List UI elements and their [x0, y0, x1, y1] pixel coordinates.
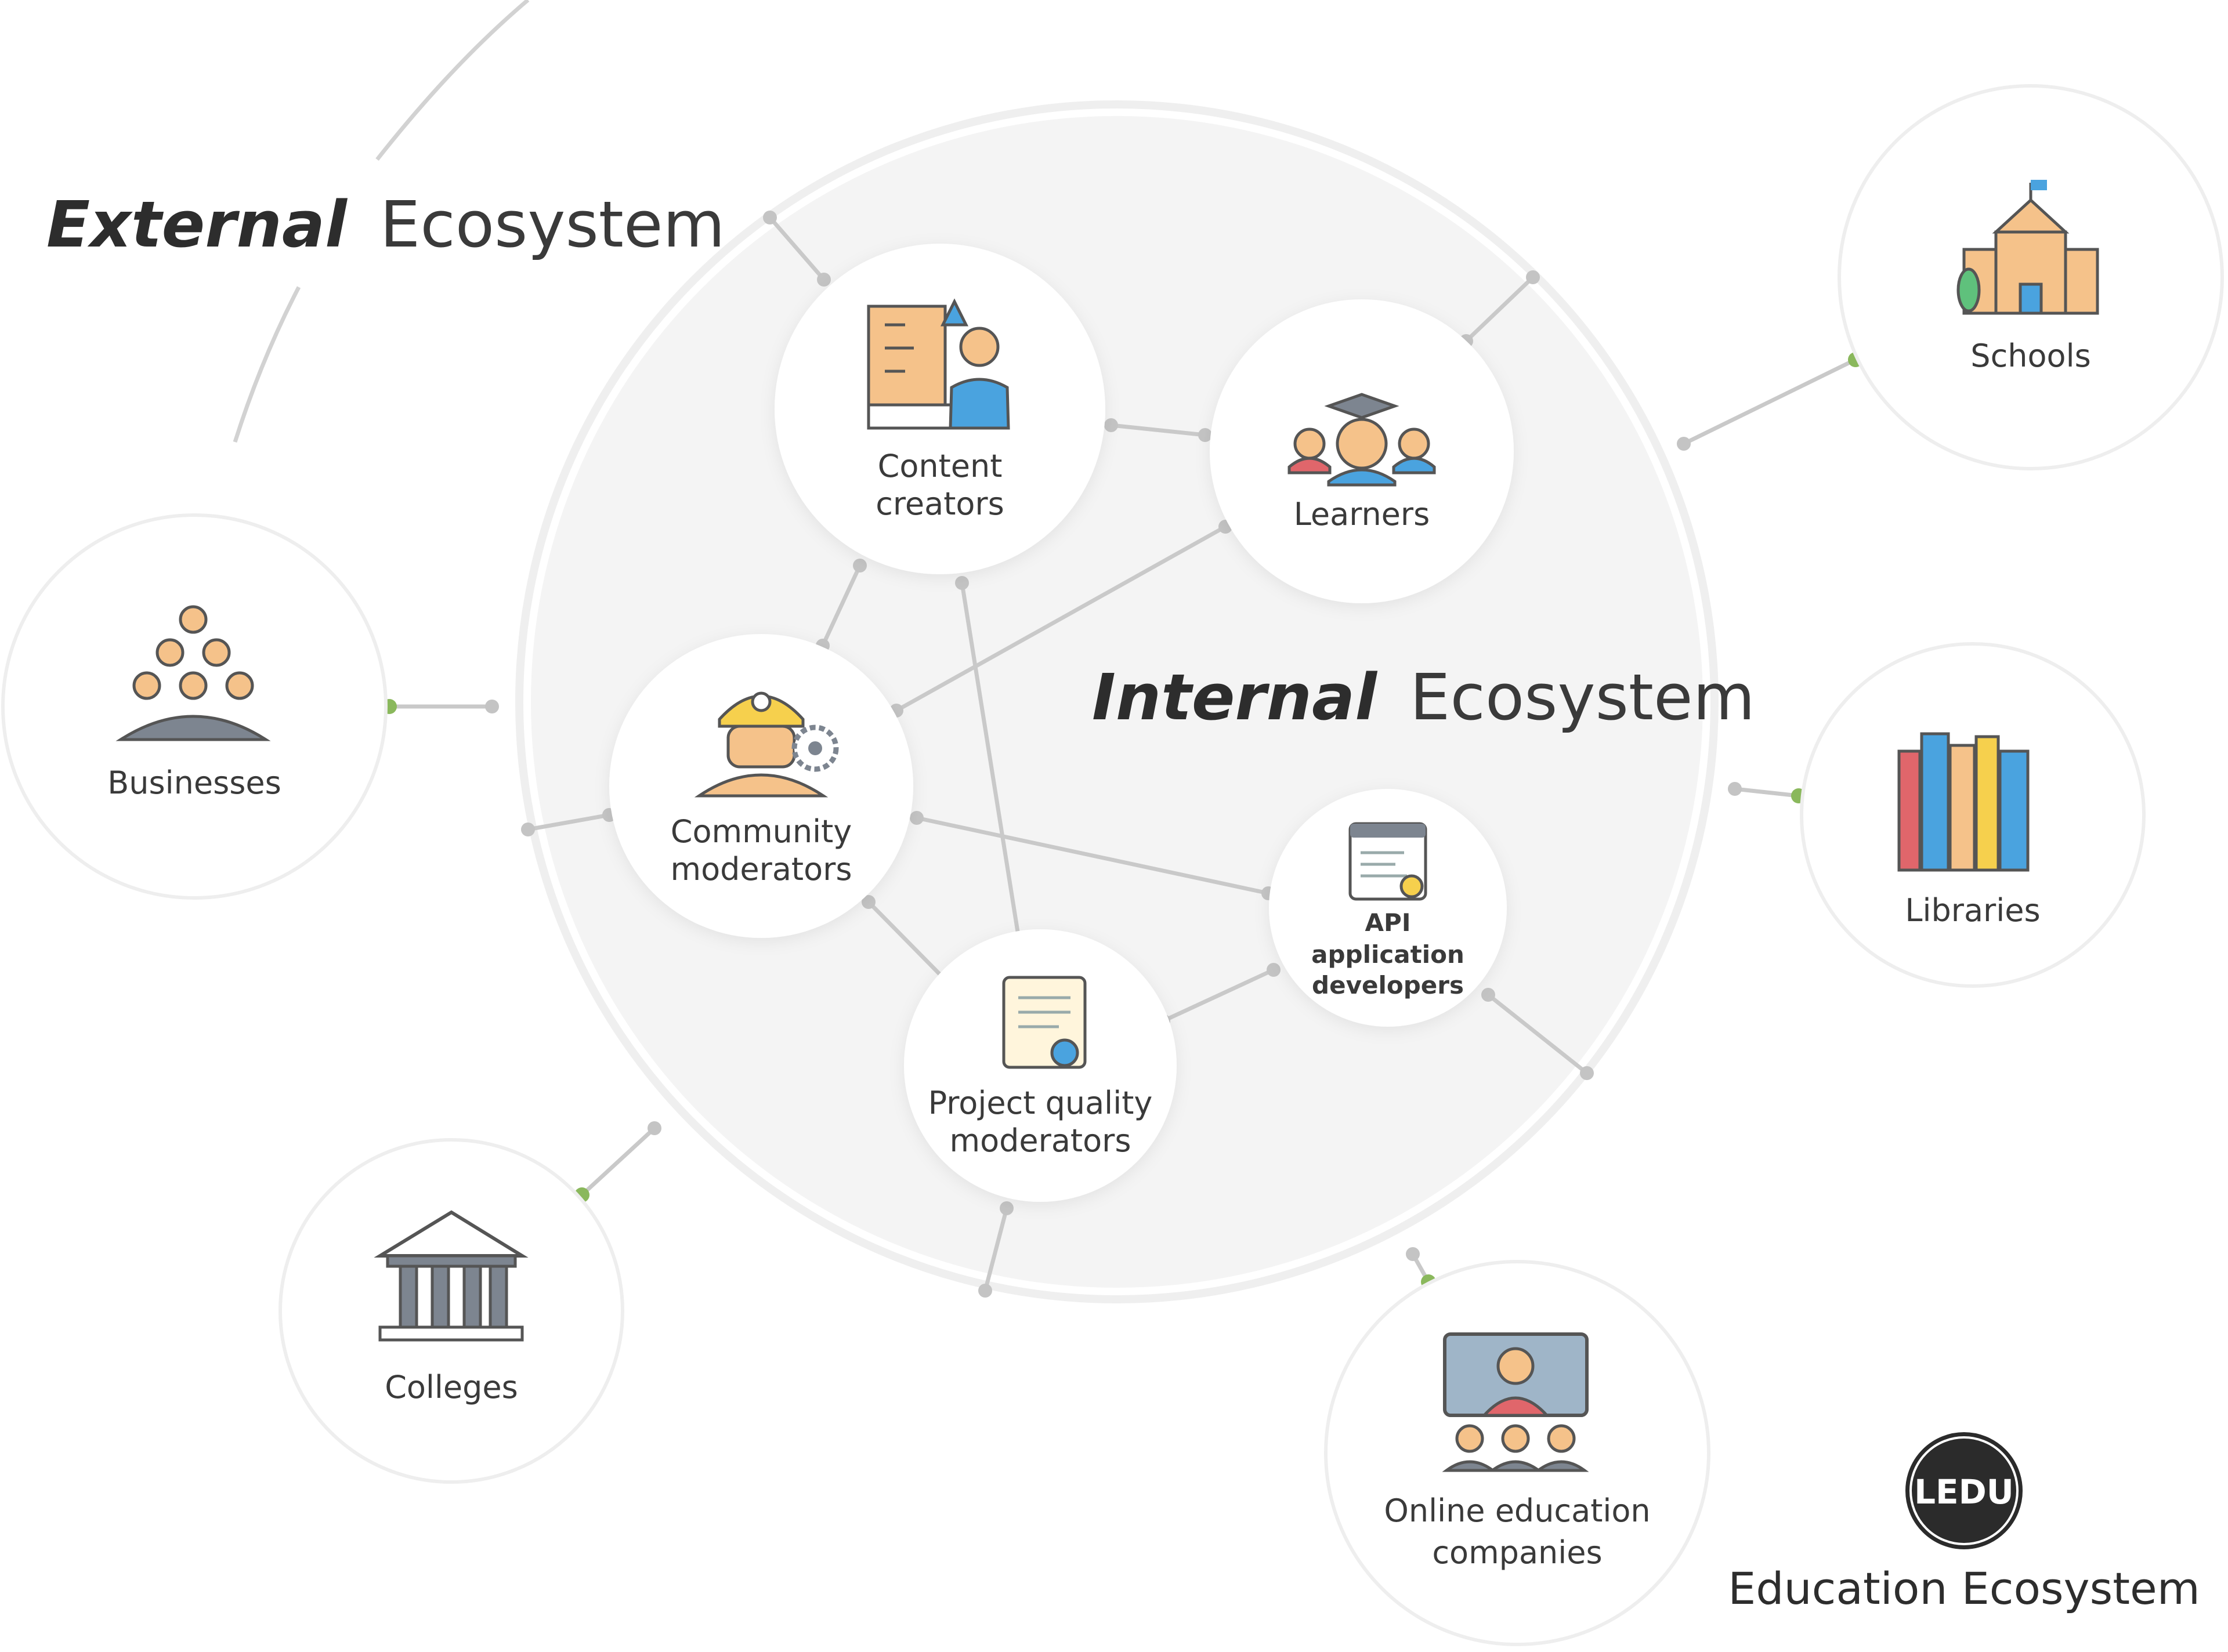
classical-building-icon — [374, 1210, 529, 1342]
external-title-rest: Ecosystem — [380, 187, 725, 262]
designer-with-ruler-icon — [867, 298, 1010, 430]
node-label-line-1: Businesses — [107, 765, 281, 801]
node-label-line-2: moderators — [950, 1122, 1131, 1159]
node-learners: Learners — [1210, 299, 1514, 603]
node-content-creators: Content creators — [775, 244, 1105, 574]
node-circle — [1269, 789, 1507, 1027]
node-label-line-1: API — [1365, 908, 1411, 937]
certificate-document-icon — [1002, 976, 1087, 1069]
connector-dots — [485, 211, 1742, 1298]
node-label-line-2: creators — [876, 486, 1004, 522]
worker-with-gear-icon — [694, 691, 839, 798]
people-pyramid-icon — [115, 605, 271, 741]
node-label-line-2: application — [1311, 940, 1464, 969]
node-label-line-3: developers — [1312, 971, 1464, 999]
node-circle — [1324, 1260, 1710, 1646]
ledu-logo — [1901, 1428, 2027, 1554]
brand-block: LEDU Education Ecosystem — [1728, 1428, 2200, 1614]
node-label-line-1: Project quality — [928, 1085, 1153, 1121]
internal-title-rest: Ecosystem — [1410, 660, 1755, 734]
node-circle — [278, 1138, 624, 1484]
connector-lines — [389, 216, 1857, 1291]
external-arc-top — [375, 0, 530, 161]
brand-caption: Education Ecosystem — [1728, 1563, 2200, 1614]
external-title-emphasis: External — [46, 187, 348, 262]
node-colleges: Colleges — [278, 1138, 624, 1484]
node-label-line-1: Content — [878, 448, 1003, 484]
school-building-icon — [1956, 180, 2099, 315]
external-arc-bottom — [233, 286, 301, 443]
node-circle — [1, 513, 388, 900]
node-api-developers: API application developers — [1269, 789, 1507, 1027]
node-schools: Schools — [1838, 84, 2224, 470]
node-online-education-companies: Online education companies — [1324, 1260, 1710, 1646]
code-window-gear-icon — [1348, 822, 1427, 901]
node-label-line-1: Learners — [1294, 496, 1430, 532]
node-label-line-1: Community — [671, 813, 852, 850]
node-label-line-1: Schools — [1970, 338, 2090, 374]
internal-ecosystem-title: Internal Ecosystem — [1092, 660, 1755, 734]
node-label-line-1: Online education — [1384, 1492, 1650, 1529]
books-icon — [1897, 732, 2030, 872]
node-project-quality-moderators: Project quality moderators — [904, 929, 1177, 1202]
ledu-logo-ring — [1909, 1436, 2019, 1545]
video-lecture-icon — [1442, 1332, 1589, 1472]
ledu-logo-text: LEDU — [1914, 1472, 2014, 1512]
node-community-moderators: Community moderators — [609, 634, 913, 938]
graduates-icon — [1287, 393, 1436, 487]
node-label-line-1: Libraries — [1905, 892, 2040, 929]
node-label-line-2: companies — [1432, 1534, 1602, 1571]
node-businesses: Businesses — [1, 513, 388, 900]
node-libraries: Libraries — [1800, 642, 2146, 988]
internal-title-emphasis: Internal — [1092, 660, 1377, 734]
external-ecosystem-title: External Ecosystem — [46, 187, 725, 262]
node-label-line-1: Colleges — [385, 1369, 518, 1405]
internal-ring — [515, 100, 1719, 1303]
node-label-line-2: moderators — [671, 851, 852, 887]
